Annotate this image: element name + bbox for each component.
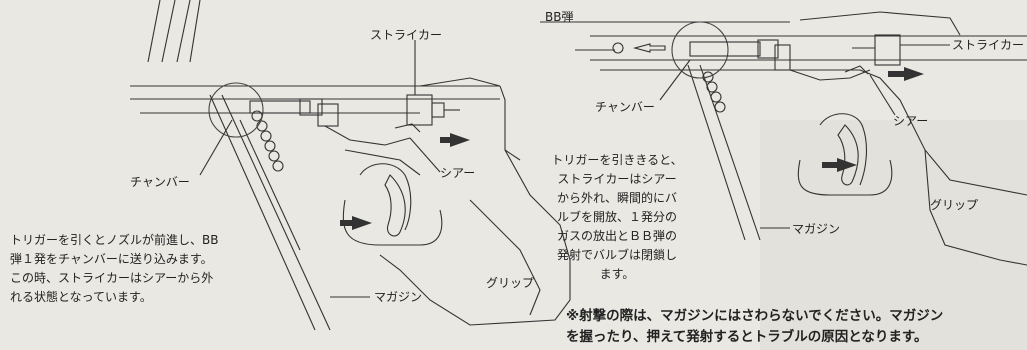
right-grip-label: グリップ [930, 198, 979, 212]
right-caption-line: から外れ、瞬間的にバ [556, 191, 678, 205]
left-caption-line: この時、ストライカーはシアーから外 [10, 271, 214, 285]
right-arrows [822, 67, 924, 172]
safety-note-line: ※射撃の際は、マガジンにはさわらないでください。マガジン [566, 308, 944, 324]
left-arrows [340, 133, 470, 230]
right-caption-line: ます。 [599, 267, 635, 281]
safety-note-line: を握ったり、押えて発射するとトラブルの原因となります。 [566, 329, 928, 345]
right-chamber-label: チャンバー [595, 100, 655, 114]
left-grip-label: グリップ [486, 276, 535, 290]
right-magazine-label: マガジン [792, 222, 841, 236]
left-chamber-label: チャンバー [130, 175, 190, 189]
left-caption-line: れる状態となっています。 [10, 290, 152, 304]
right-caption: トリガーを引ききると、 ストライカーはシアー から外れ、瞬間的にバ ルブを開放、… [542, 151, 692, 284]
right-sear-label: シアー [893, 114, 929, 128]
right-bb-label: BB弾 [545, 10, 574, 24]
right-caption-line: ガスの放出とＢＢ弾の [556, 229, 677, 243]
left-caption: トリガーを引くとノズルが前進し、BB 弾１発をチャンバーに送り込みます。 この時… [10, 231, 218, 307]
left-caption-line: 弾１発をチャンバーに送り込みます。 [10, 252, 213, 266]
left-magazine-label: マガジン [374, 290, 423, 304]
left-caption-line: トリガーを引くとノズルが前進し、BB [10, 233, 219, 247]
right-gun-diagram [540, 11, 1027, 266]
right-caption-line: トリガーを引ききると、 [551, 153, 683, 167]
right-striker-label: ストライカー [952, 38, 1025, 52]
left-gun-diagram [130, 0, 571, 331]
left-sear-label: シアー [440, 166, 476, 180]
right-caption-line: 発射でバルブは閉鎖し [556, 248, 677, 262]
safety-note: ※射撃の際は、マガジンにはさわらないでください。マガジン を握ったり、押えて発射… [566, 306, 943, 348]
right-caption-line: ストライカーはシアー [557, 172, 677, 186]
right-caption-line: ルブを開放、１発分の [556, 210, 677, 224]
left-striker-label: ストライカー [370, 28, 443, 42]
